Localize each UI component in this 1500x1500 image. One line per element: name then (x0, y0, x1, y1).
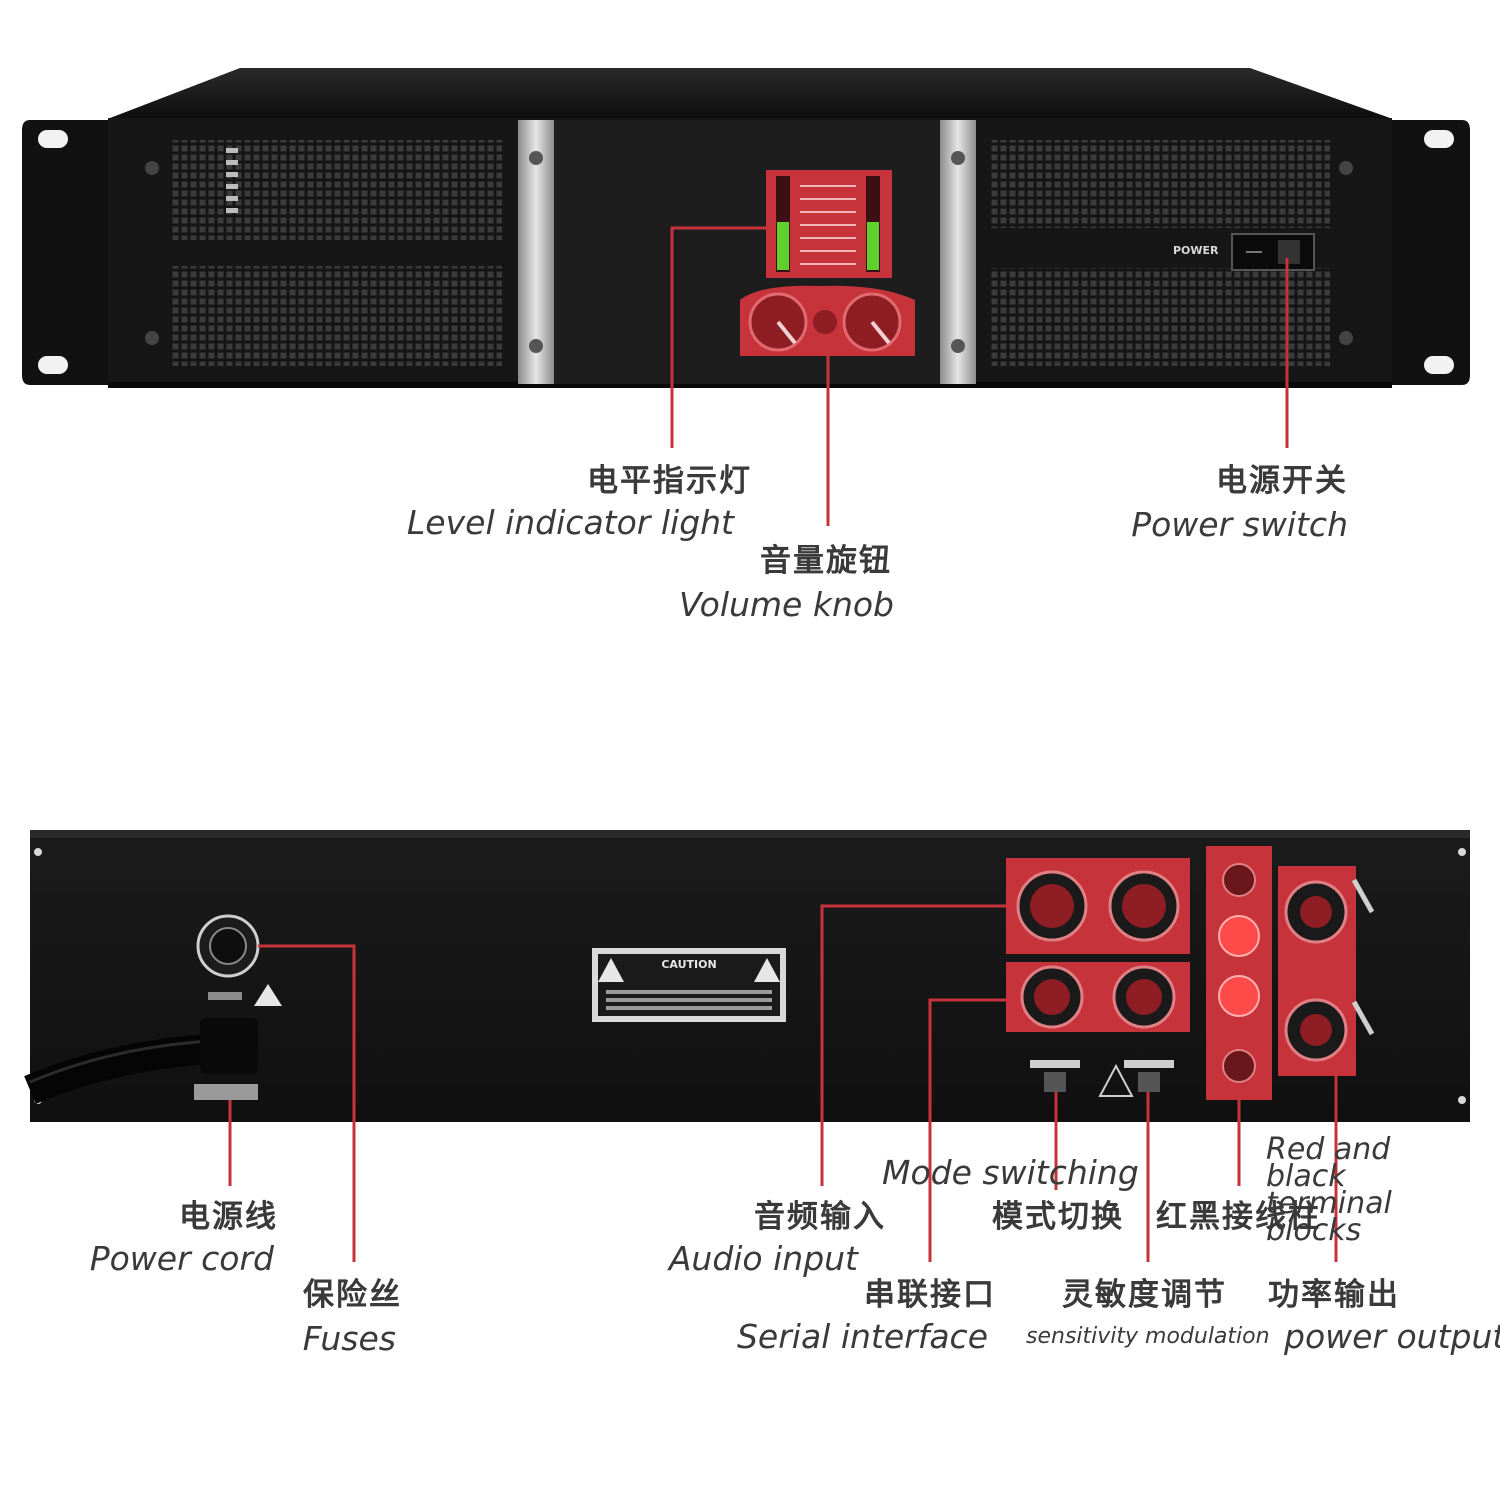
right-grille-top (990, 140, 1330, 228)
serial-interface-connectors (1006, 962, 1190, 1032)
serial-interface-label-en: Serial interface (736, 1317, 988, 1356)
handle-left (518, 120, 554, 384)
power-output-connectors (1278, 866, 1375, 1076)
level-indicator-lights (766, 170, 892, 278)
audio-input-connectors (1006, 858, 1190, 954)
volume-knobs (740, 285, 915, 356)
level-indicator-label-en: Level indicator light (406, 503, 734, 542)
left-grille-top (172, 140, 502, 240)
serial-interface-label-zh: 串联接口 (864, 1277, 996, 1313)
rack-ear-right (1392, 120, 1470, 385)
power-output-label-en: power output (1284, 1317, 1500, 1356)
volume-knob-label-en: Volume knob (678, 585, 894, 624)
left-grille-bottom (172, 266, 502, 366)
rack-ear-left (22, 120, 108, 385)
sensitivity-label-zh: 灵敏度调节 (1062, 1277, 1227, 1313)
terminal-blocks-label-en: Red and black terminal blocks (1266, 1132, 1392, 1248)
mode-switch (1030, 1060, 1080, 1092)
front-leader-lines (670, 226, 1289, 526)
power-label: POWER (1173, 244, 1219, 257)
audio-input-label-zh: 音频输入 (754, 1199, 886, 1235)
power-cord-label-en: Power cord (89, 1239, 274, 1278)
fuses-label-zh: 保险丝 (303, 1277, 402, 1313)
level-indicator-label-zh: 电平指示灯 (587, 463, 752, 499)
power-output-label-zh: 功率输出 (1268, 1277, 1400, 1313)
rear-panel: CAUTION (24, 830, 1470, 1122)
volume-knob-label-zh: 音量旋钮 (760, 543, 892, 579)
mode-switching-label-zh: 模式切换 (992, 1199, 1124, 1235)
power-switch-label-zh: 电源开关 (1216, 463, 1348, 499)
red-black-terminal-blocks (1206, 846, 1272, 1100)
sensitivity-switch (1124, 1060, 1174, 1092)
caution-label: CAUTION (661, 958, 716, 971)
front-screws (145, 161, 1353, 345)
power-switch: POWER (1173, 233, 1315, 271)
mode-switching-label-en: Mode switching (882, 1153, 1139, 1192)
status-leds (226, 148, 238, 213)
rear-leader-lines (228, 904, 1338, 1262)
sensitivity-label-en: sensitivity modulation (1026, 1324, 1270, 1349)
power-cord-label-zh: 电源线 (179, 1199, 278, 1235)
right-grille-bottom (990, 268, 1330, 366)
front-panel: POWER (22, 68, 1470, 388)
chassis-top (110, 68, 1390, 118)
fuses-label-en: Fuses (302, 1319, 396, 1358)
power-cord (24, 1018, 258, 1104)
terminal-blocks-label-zh: 红黑接线柱 (1156, 1199, 1321, 1235)
audio-input-label-en: Audio input (668, 1239, 858, 1278)
power-switch-label-en: Power switch (1131, 505, 1348, 544)
handle-right (940, 120, 976, 384)
caution-sticker: CAUTION (592, 948, 786, 1022)
